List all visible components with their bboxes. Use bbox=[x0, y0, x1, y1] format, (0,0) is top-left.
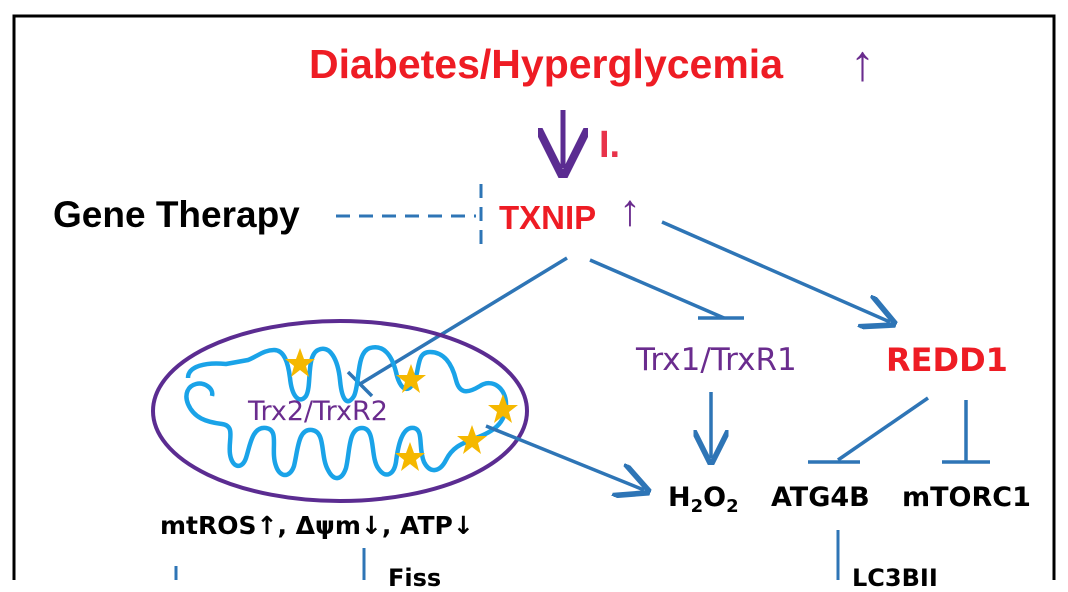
star-icon bbox=[457, 425, 487, 454]
diabetes-up-arrow-icon: ↑ bbox=[850, 35, 875, 91]
trx1-label: Trx1/TrxR1 bbox=[636, 342, 797, 378]
trx2-label: Trx2/TrxR2 bbox=[248, 396, 388, 427]
inhibit-redd1-to-atg4b bbox=[837, 396, 929, 462]
gene-therapy-label: Gene Therapy bbox=[53, 194, 300, 235]
line-txnip-to-trx2 bbox=[359, 256, 568, 386]
redd1-label: REDD1 bbox=[886, 341, 1008, 379]
star-icon bbox=[395, 442, 425, 471]
star-icon bbox=[488, 394, 518, 423]
h2o2-h: H bbox=[668, 482, 691, 513]
mtorc1-label: mTORC1 bbox=[902, 482, 1031, 513]
bottom-right-partial-text: LC3BII bbox=[852, 564, 938, 592]
txnip-label: TXNIP bbox=[499, 199, 597, 236]
arrow-trx2-to-h2o2 bbox=[485, 424, 644, 490]
mitochondrion-ellipse bbox=[151, 319, 529, 503]
inhibit-bar-trx2 bbox=[346, 370, 374, 398]
star-icons bbox=[285, 348, 518, 471]
inhibit-txnip-to-trx1 bbox=[589, 258, 725, 320]
diabetes-title: Diabetes/Hyperglycemia bbox=[309, 41, 784, 87]
h2o2-sub2: 2 bbox=[726, 496, 739, 517]
atg4b-label: ATG4B bbox=[771, 482, 870, 513]
step-label: I. bbox=[599, 124, 621, 166]
star-icon bbox=[285, 348, 315, 377]
arrow-txnip-to-redd1 bbox=[661, 220, 890, 322]
frame-border bbox=[12, 14, 1056, 580]
h2o2-sub1: 2 bbox=[690, 496, 704, 517]
h2o2-label: H2O2 bbox=[668, 482, 739, 516]
star-icon bbox=[396, 364, 426, 393]
mitochondrion-cristae bbox=[184, 344, 509, 481]
pathway-diagram bbox=[12, 14, 1056, 580]
mito-effects-label: mtROS↑, Δψm↓, ATP↓ bbox=[160, 511, 474, 540]
txnip-up-arrow-icon: ↑ bbox=[619, 186, 641, 235]
bottom-left-partial-text: Fiss bbox=[388, 564, 442, 592]
h2o2-o: O bbox=[703, 482, 727, 513]
